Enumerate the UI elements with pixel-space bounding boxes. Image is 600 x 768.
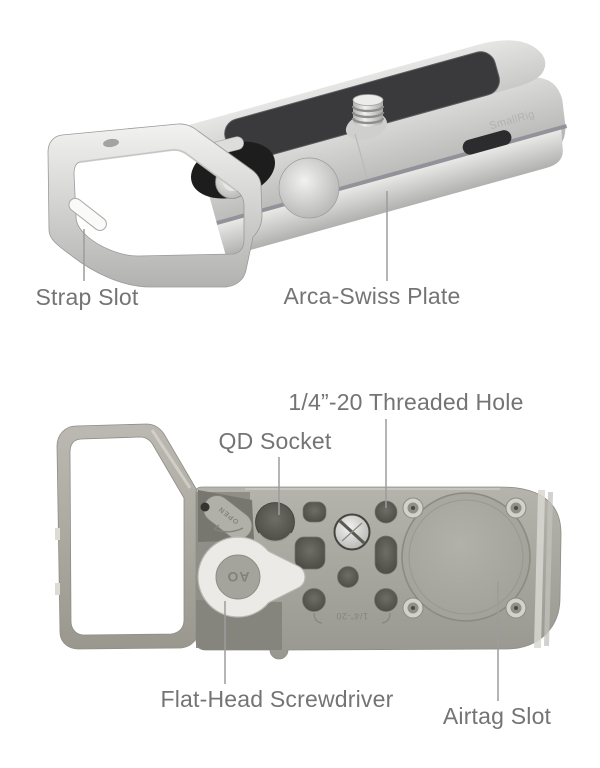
airtag-slot-label: Airtag Slot xyxy=(442,703,552,729)
airtag-cover-groove xyxy=(408,499,524,615)
edge-stripe xyxy=(544,491,554,647)
thread-engraving: 1/4”-20 xyxy=(313,611,391,624)
lever-screw xyxy=(200,502,210,512)
loop-notch xyxy=(55,583,60,595)
loop-inner-highlight xyxy=(79,148,238,192)
engraving-bracket xyxy=(313,612,323,624)
screw-thread xyxy=(351,105,385,113)
lever-arrowhead xyxy=(213,524,221,532)
washer-engraving: AO xyxy=(227,569,250,585)
mount-hole xyxy=(302,588,326,612)
strap-slot-hole xyxy=(68,197,107,231)
side-slot xyxy=(462,130,512,155)
callout-lines xyxy=(83,191,499,701)
washer-center xyxy=(215,554,261,600)
screw-slot-cross xyxy=(341,522,363,542)
arca-rail xyxy=(217,129,563,257)
mount-slot xyxy=(374,535,398,575)
mounting-holes xyxy=(294,500,398,612)
threaded-hole-label: 1/4”-20 Threaded Hole xyxy=(288,389,524,415)
airtag-cover-screws xyxy=(402,497,527,619)
camera-screw xyxy=(351,94,385,127)
engraving-bracket xyxy=(381,612,391,624)
screw-thread xyxy=(351,111,385,119)
open-lever: OPEN xyxy=(198,490,254,542)
loop-diagonal-highlight xyxy=(150,429,192,489)
flathead-screw xyxy=(333,513,371,551)
lever-body xyxy=(203,495,253,540)
qd-socket-label: QD Socket xyxy=(218,428,332,454)
airtag-screw xyxy=(402,497,424,519)
airtag-screw xyxy=(505,497,527,519)
strap-slot-label: Strap Slot xyxy=(35,284,139,310)
mount-hole xyxy=(337,566,359,588)
bottom-loop xyxy=(56,423,199,650)
jaw-shadow xyxy=(196,600,282,650)
panel-seam xyxy=(354,133,368,179)
top-view-product: SmallRig xyxy=(47,40,568,288)
loop-screw-hole xyxy=(103,138,119,148)
washer-tool: AO xyxy=(197,536,306,618)
flat-head-screwdriver-label: Flat-Head Screwdriver xyxy=(160,686,394,712)
screw-thread xyxy=(351,117,385,125)
screw-shaft xyxy=(353,100,383,127)
mount-hole xyxy=(374,588,398,612)
arca-swiss-plate-label: Arca-Swiss Plate xyxy=(283,283,461,309)
airtag-screw xyxy=(402,597,424,619)
airtag-screw xyxy=(505,597,527,619)
qd-housing-boss xyxy=(278,157,340,219)
edge-stripe xyxy=(533,489,546,649)
mount-hole xyxy=(302,501,327,523)
bottom-view-product: 1/4”-20 OPEN AO xyxy=(55,423,562,660)
svg-text:1/4”-20: 1/4”-20 xyxy=(336,611,368,621)
loop-notch xyxy=(55,528,60,540)
mount-hole xyxy=(294,536,326,570)
qd-socket-rim xyxy=(258,532,292,542)
screw-top xyxy=(352,94,384,106)
